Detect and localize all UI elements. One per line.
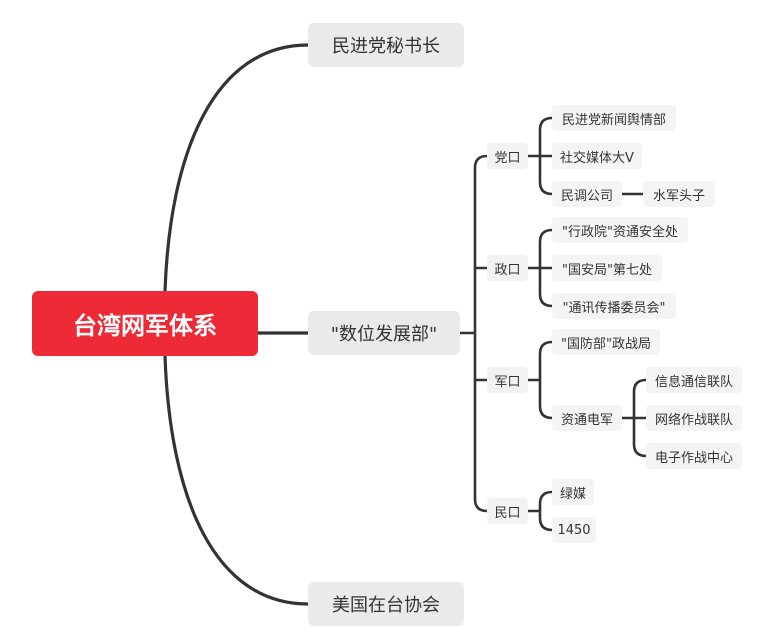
link-military-items	[526, 340, 554, 420]
node-poll-company[interactable]: 民调公司	[552, 181, 622, 207]
node-civil-group[interactable]: 民口	[487, 498, 528, 524]
node-icef[interactable]: 资通电军	[552, 405, 622, 431]
node-signal-wing[interactable]: 信息通信联队	[646, 367, 742, 393]
node-dpp-news-dept[interactable]: 民进党新闻舆情部	[552, 105, 676, 131]
node-social-influencers[interactable]: 社交媒体大V	[552, 143, 642, 169]
node-government-group[interactable]: 政口	[487, 255, 528, 281]
node-cyber-wing[interactable]: 网络作战联队	[646, 405, 742, 431]
node-nsb-seventh[interactable]: "国安局"第七处	[552, 255, 662, 281]
link-gov-items	[526, 228, 554, 308]
node-military-group[interactable]: 军口	[487, 367, 528, 393]
node-mnd-political-warfare[interactable]: "国防部"政战局	[552, 329, 660, 355]
link-icef-units	[620, 378, 648, 458]
node-ait[interactable]: 美国在台协会	[308, 582, 464, 626]
link-party-items	[526, 116, 554, 196]
node-party-group[interactable]: 党口	[487, 143, 528, 169]
node-ncc[interactable]: "通讯传播委员会"	[552, 293, 676, 319]
link-digital-groups	[458, 154, 489, 513]
root-node[interactable]: 台湾网军体系	[32, 291, 258, 356]
node-dpp-secretary[interactable]: 民进党秘书长	[308, 23, 464, 67]
node-digital-ministry[interactable]: "数位发展部"	[308, 311, 460, 355]
link-civil-items	[526, 490, 554, 532]
node-exec-yuan-security[interactable]: "行政院"资通安全处	[552, 217, 688, 243]
node-1450[interactable]: 1450	[552, 517, 596, 543]
link-root-ait	[163, 354, 310, 606]
node-green-media[interactable]: 绿媒	[552, 479, 594, 505]
link-root-secretary	[163, 43, 310, 293]
node-ew-center[interactable]: 电子作战中心	[646, 443, 742, 469]
node-troll-leader[interactable]: 水军头子	[643, 181, 715, 207]
